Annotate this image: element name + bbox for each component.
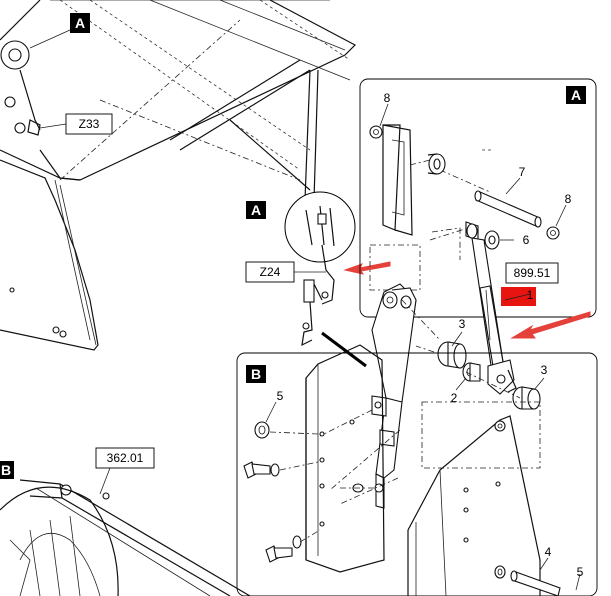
ref-label-z24: Z24 xyxy=(260,265,281,279)
detail-letter-a-callout: A xyxy=(251,202,261,218)
detail-marker-a-callout xyxy=(246,201,266,219)
part-number-3-left: 3 xyxy=(459,317,466,331)
part-number-4: 4 xyxy=(545,545,552,559)
detail-marker-b-corner xyxy=(0,461,14,479)
part-number-2: 2 xyxy=(451,391,458,405)
detail-letter-a-detail: A xyxy=(571,87,581,103)
part-number-5-left: 5 xyxy=(277,389,284,403)
detail-marker-b-detail xyxy=(246,365,266,383)
part-number-7: 7 xyxy=(519,165,526,179)
red-arrow-strut xyxy=(510,311,591,339)
red-arrow-left xyxy=(343,261,391,275)
ref-label-899-51: 899.51 xyxy=(514,266,551,280)
callout-leader-line xyxy=(321,331,367,368)
machine-body xyxy=(0,0,356,351)
ref-label-362-01: 362.01 xyxy=(107,451,144,465)
detail-box-b xyxy=(236,352,598,596)
part-number-8-right: 8 xyxy=(565,192,572,206)
callout-circle-a xyxy=(284,191,356,263)
ref-box-z33 xyxy=(65,113,113,135)
ref-box-899-51 xyxy=(505,262,559,284)
part-number-3-right: 3 xyxy=(541,363,548,377)
detail-letter-a-top: A xyxy=(75,15,85,31)
part-number-1: 1 xyxy=(527,288,534,302)
ref-label-z33: Z33 xyxy=(79,117,100,131)
detail-letter-b-corner: B xyxy=(1,462,11,478)
part-number-5-bottom: 5 xyxy=(577,565,584,579)
lever-arm xyxy=(371,283,417,509)
ref-box-362-01 xyxy=(95,447,155,469)
detail-letter-b-detail: B xyxy=(251,366,261,382)
bottom-frame xyxy=(0,479,251,596)
detail-marker-a-top xyxy=(70,13,90,33)
detail-marker-a-detail xyxy=(566,86,586,104)
detail-b-parts xyxy=(243,344,581,596)
gas-strut xyxy=(471,237,517,395)
part-number-8-top: 8 xyxy=(384,91,391,105)
detail-box-a xyxy=(359,78,597,318)
detail-a-parts xyxy=(369,103,567,291)
part-number-6: 6 xyxy=(523,233,530,247)
bushings xyxy=(415,341,541,410)
